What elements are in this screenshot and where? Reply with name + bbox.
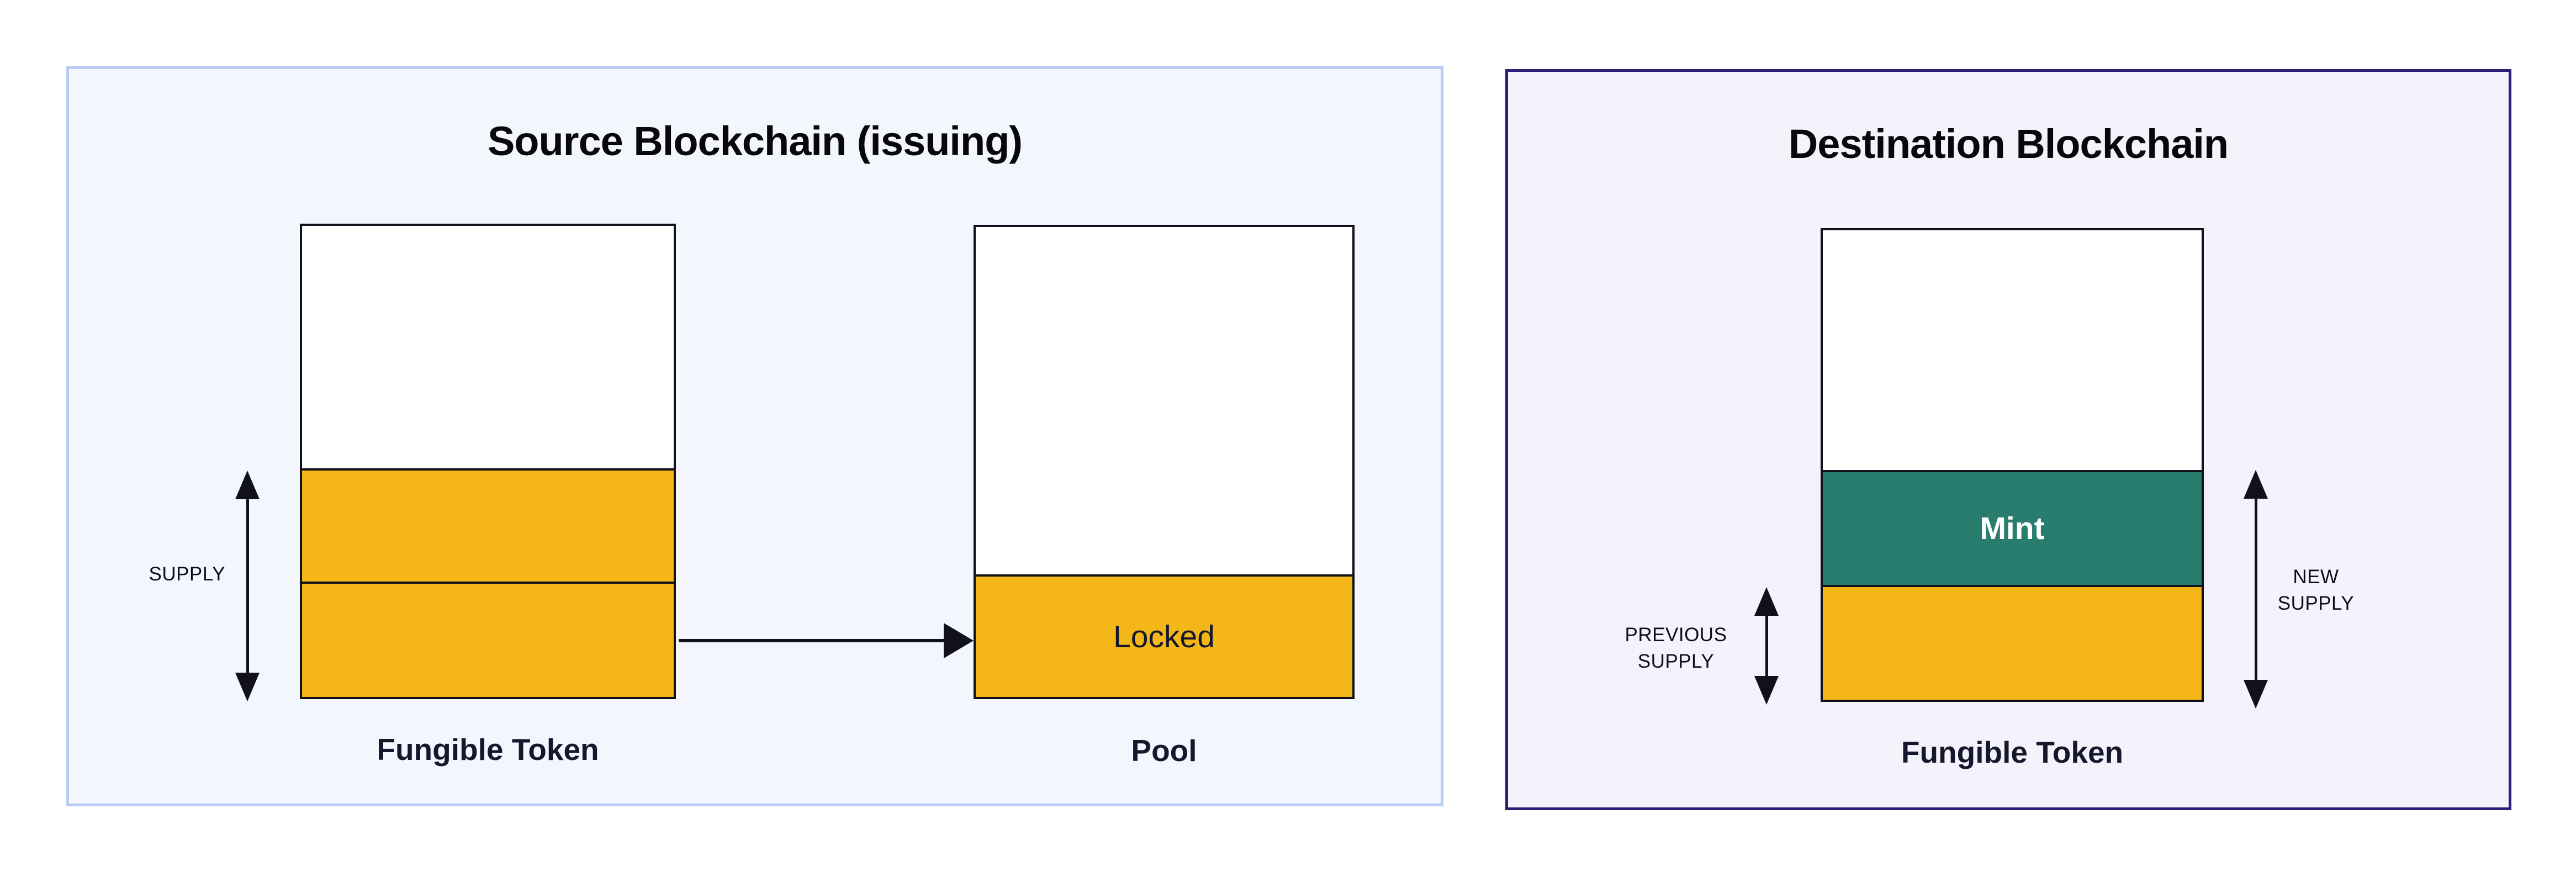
source-fungible-token-bar xyxy=(300,224,676,699)
arrow-up-head xyxy=(235,471,260,499)
arrow-down-head xyxy=(2244,680,2268,709)
previous-supply-annotation-label: PREVIOUS SUPPLY xyxy=(1625,624,1727,672)
mint-segment-label: Mint xyxy=(1980,510,2045,546)
arrow-line xyxy=(246,495,249,677)
source-token-unissued-segment xyxy=(302,226,674,469)
arrow-down-head xyxy=(235,673,260,701)
source-blockchain-panel: Source Blockchain (issuing) Fungible Tok… xyxy=(66,66,1443,806)
supply-annotation-label: SUPPLY xyxy=(149,563,225,585)
arrow-up-head xyxy=(2244,470,2268,499)
destination-blockchain-panel: Destination Blockchain Mint Fungible Tok… xyxy=(1505,69,2511,810)
destination-token-unissued-segment xyxy=(1823,230,2202,470)
locked-segment-label: Locked xyxy=(1113,619,1215,654)
destination-fungible-token-label: Fungible Token xyxy=(1901,735,2124,769)
destination-token-mint-segment: Mint xyxy=(1823,469,2202,585)
arrow-right-head xyxy=(944,623,974,658)
pool-locked-segment: Locked xyxy=(976,574,1352,697)
pool-empty-segment xyxy=(976,227,1352,574)
arrow-down-head xyxy=(1754,676,1779,705)
arrow-up-head xyxy=(1754,587,1779,616)
lock-transfer-arrow xyxy=(679,623,974,658)
destination-panel-title: Destination Blockchain xyxy=(1788,121,2229,167)
destination-fungible-token-bar: Mint xyxy=(1821,228,2204,702)
new-supply-annotation-label: NEW SUPPLY xyxy=(2277,566,2355,614)
destination-token-previous-supply-segment xyxy=(1823,584,2202,700)
source-fungible-token-label: Fungible Token xyxy=(377,732,599,767)
arrow-line xyxy=(1765,611,1768,680)
source-token-supply-lower-segment xyxy=(302,582,674,697)
source-token-supply-upper-segment xyxy=(302,468,674,582)
source-panel-title: Source Blockchain (issuing) xyxy=(487,118,1023,164)
pool-label: Pool xyxy=(1131,733,1197,768)
arrow-line xyxy=(2254,494,2257,684)
supply-range-arrow xyxy=(235,471,260,701)
arrow-line xyxy=(679,639,946,642)
new-supply-range-arrow xyxy=(2244,470,2268,709)
previous-supply-range-arrow xyxy=(1754,587,1779,705)
pool-bar: Locked xyxy=(974,225,1355,699)
